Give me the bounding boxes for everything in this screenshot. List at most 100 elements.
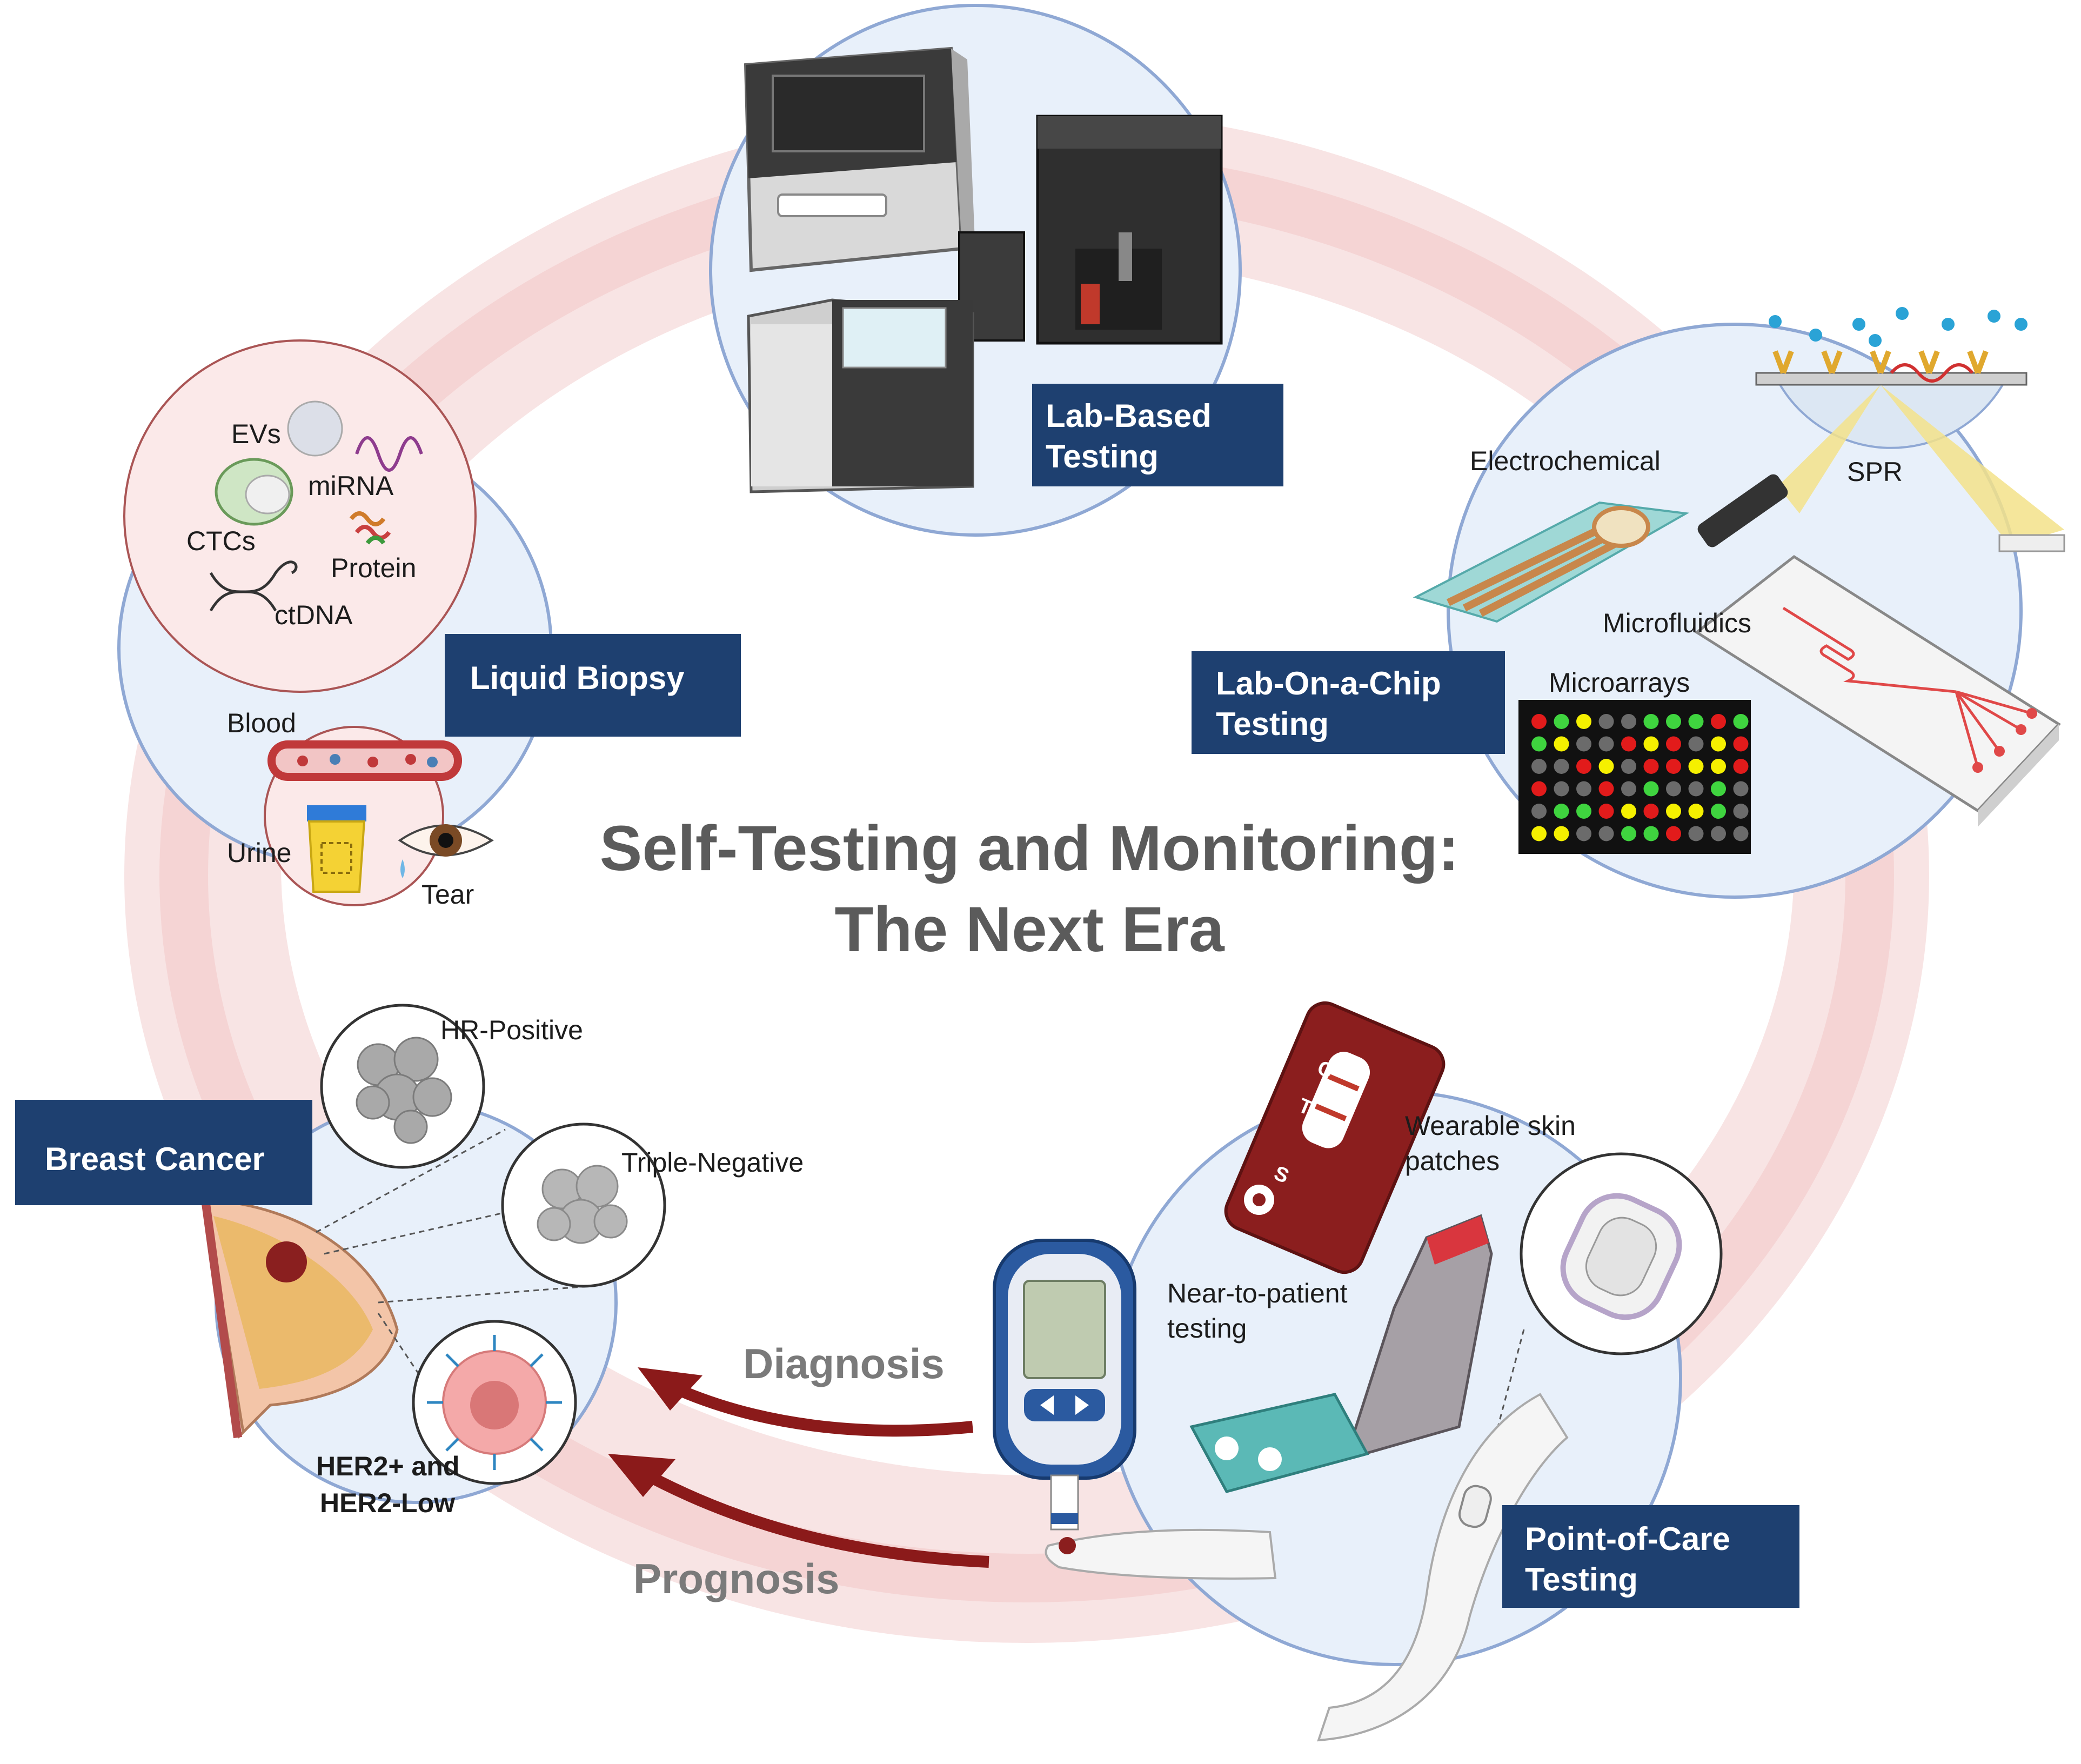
diagnosis-label: Diagnosis <box>743 1340 945 1387</box>
microarray-spot <box>1666 759 1681 774</box>
microarray-spot <box>1666 781 1681 797</box>
microarray-spot <box>1688 826 1704 841</box>
microarray-spot <box>1576 759 1591 774</box>
microarray-grid <box>1531 714 1749 841</box>
microarray-spot <box>1733 826 1749 841</box>
microarray-spot <box>1711 804 1726 819</box>
arm-icon <box>1317 1393 1569 1742</box>
liquid-biopsy-label-box <box>445 634 741 737</box>
microarray-spot <box>1598 826 1614 841</box>
glucose-meter-icon <box>993 1239 1136 1531</box>
microarray-spot <box>1666 804 1681 819</box>
microarray-spot <box>1666 714 1681 729</box>
lab-on-chip-label-box <box>1192 651 1505 754</box>
protein-icon <box>349 511 391 545</box>
protein-label: Protein <box>331 553 416 583</box>
point-of-care-label-line1: Point-of-Care <box>1525 1521 1730 1557</box>
biomarkers-circle <box>123 339 477 693</box>
microarrays-label: Microarrays <box>1549 667 1690 698</box>
electrochemical-label: Electrochemical <box>1470 446 1661 476</box>
microarray-spot <box>1598 759 1614 774</box>
ev-sphere-icon <box>287 400 343 457</box>
microarray-spot <box>1554 781 1569 797</box>
sequencer-instrument-icon <box>744 46 975 272</box>
microfluidic-chip-icon <box>1694 554 2061 827</box>
blood-label: Blood <box>227 708 296 738</box>
microarray-spot <box>1576 736 1591 752</box>
microarray-spot <box>1621 714 1636 729</box>
lab-based-label-line2: Testing <box>1046 438 1159 475</box>
microarray-spot <box>1598 736 1614 752</box>
hr-positive-cell-cluster-icon <box>356 1037 452 1144</box>
evs-label: EVs <box>231 419 281 449</box>
mirna-strand-icon <box>355 436 423 472</box>
triple-negative-cell-cluster-icon <box>537 1165 628 1244</box>
microarray-spot <box>1688 759 1704 774</box>
microarray-spot <box>1733 781 1749 797</box>
microarray-spot <box>1666 736 1681 752</box>
triple-negative-label: Triple-Negative <box>621 1147 804 1178</box>
microarray-spot <box>1643 759 1659 774</box>
microarray-spot <box>1733 759 1749 774</box>
prognosis-arrow <box>634 1465 989 1568</box>
flow-arrows: Diagnosis Prognosis <box>608 1340 989 1602</box>
microarray-spot <box>1733 714 1749 729</box>
microarray-spot <box>1688 781 1704 797</box>
microarray-spot <box>1531 804 1547 819</box>
arm-sensor-icon <box>1458 1485 1492 1528</box>
microarray-spot <box>1621 736 1636 752</box>
ctc-cell-icon <box>215 458 293 526</box>
microarray-spot <box>1531 714 1547 729</box>
point-of-care-label-line2: Testing <box>1525 1561 1638 1598</box>
prognosis-label: Prognosis <box>633 1555 839 1602</box>
wearable-label-line1: Wearable skin <box>1405 1111 1576 1141</box>
analyzer-instrument-icon <box>958 115 1223 345</box>
microarray-spot <box>1688 804 1704 819</box>
microarray-spot <box>1733 736 1749 752</box>
lab-on-chip-section: Electrochemical SPR Microfluidics Microa… <box>1192 307 2065 899</box>
mirna-label: miRNA <box>308 471 394 501</box>
diagnosis-arrowhead <box>638 1367 702 1411</box>
microarray-spot <box>1688 714 1704 729</box>
hr-positive-label: HR-Positive <box>440 1015 583 1045</box>
ctdna-label: ctDNA <box>275 600 353 630</box>
microarray-spot <box>1643 781 1659 797</box>
microarray-spot <box>1554 714 1569 729</box>
microarray-spot <box>1531 759 1547 774</box>
microarray-spot <box>1576 714 1591 729</box>
her2-cell-icon <box>427 1335 562 1470</box>
prognosis-arrowhead <box>608 1454 675 1497</box>
microarray-spot <box>1531 736 1547 752</box>
finger-icon <box>1045 1528 1277 1580</box>
lateral-flow-test-icon <box>1224 1001 1446 1274</box>
point-of-care-label-box <box>1502 1505 1799 1608</box>
microarray-spot <box>1576 781 1591 797</box>
near-to-patient-label-line2: testing <box>1167 1313 1247 1344</box>
microarray-spot <box>1531 826 1547 841</box>
spr-sensor-icon <box>1697 307 2065 552</box>
microarray-spot <box>1576 804 1591 819</box>
liquid-biopsy-section: EVs miRNA CTCs Protein ctDNA Blood <box>117 339 741 910</box>
breast-cancer-label: Breast Cancer <box>45 1141 265 1177</box>
microarray-spot <box>1643 826 1659 841</box>
breast-cancer-label-box <box>15 1100 312 1205</box>
electrochemical-strip-icon <box>1413 501 1690 623</box>
lab-based-label-line1: Lab-Based <box>1046 398 1212 434</box>
microarray-spot <box>1598 804 1614 819</box>
tear-label: Tear <box>421 879 474 910</box>
lab-based-section: Lab-Based Testing <box>709 4 1283 537</box>
breast-anatomy-icon <box>201 1198 399 1439</box>
microarray-spot <box>1643 736 1659 752</box>
diagnosis-arrow <box>662 1378 974 1437</box>
microarray-spot <box>1733 804 1749 819</box>
blood-drop-icon <box>1059 1537 1076 1554</box>
urine-label: Urine <box>227 838 291 868</box>
her2-label-line2: HER2-Low <box>320 1488 455 1518</box>
urine-cup-icon <box>307 805 366 893</box>
microarray-spot <box>1711 826 1726 841</box>
dna-helix-icon <box>209 560 298 612</box>
microarray-spot <box>1598 781 1614 797</box>
microarray-spot <box>1621 781 1636 797</box>
pcr-instrument-icon <box>747 298 974 493</box>
